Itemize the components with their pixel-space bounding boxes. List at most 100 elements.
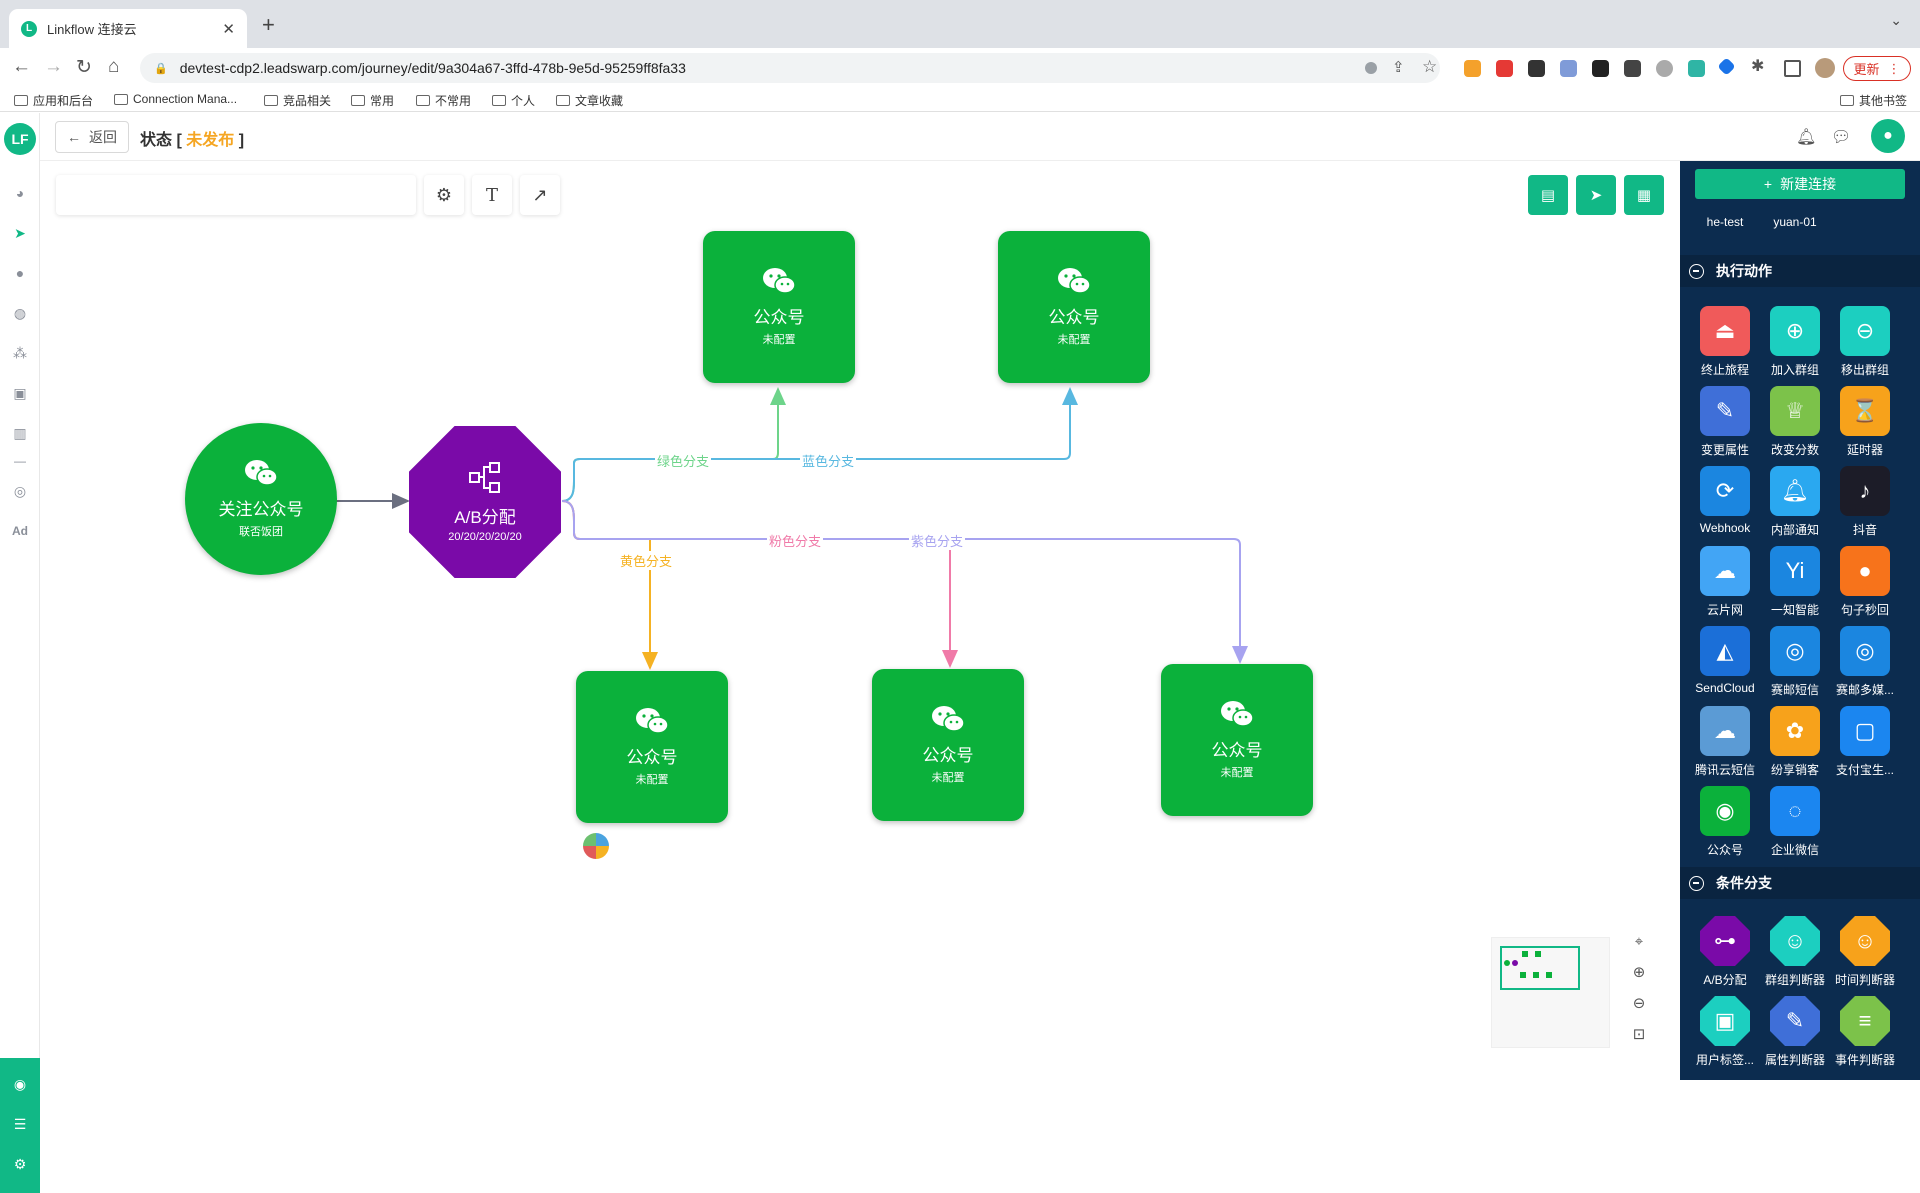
settings-gear-tool-icon[interactable]: ⚙ bbox=[424, 175, 464, 215]
extension-2-icon[interactable] bbox=[1496, 60, 1513, 77]
action-tile[interactable]: ◉公众号 bbox=[1690, 786, 1760, 858]
wechat-node-blue-branch[interactable]: 公众号 未配置 bbox=[998, 231, 1150, 383]
tab-search-chevron-icon[interactable]: ⌄ bbox=[1890, 12, 1902, 28]
action-tile[interactable]: ⊖移出群组 bbox=[1830, 306, 1900, 378]
linkflow-logo[interactable]: LF bbox=[4, 123, 36, 155]
chrome-update-button[interactable]: 更新 ⋮ bbox=[1843, 56, 1911, 81]
condition-tile[interactable]: ≡事件判断器 bbox=[1830, 996, 1900, 1068]
section-actions-header[interactable]: 执行动作 bbox=[1680, 255, 1920, 287]
canvas-search-input[interactable] bbox=[56, 175, 416, 215]
action-tile[interactable]: ♕改变分数 bbox=[1760, 386, 1830, 458]
wechat-node-purple-branch[interactable]: 公众号 未配置 bbox=[1161, 664, 1313, 816]
action-tile[interactable]: ▢支付宝生... bbox=[1830, 706, 1900, 778]
database-icon[interactable]: ☰ bbox=[13, 1116, 27, 1132]
bookmark-folder[interactable]: 应用和后台 bbox=[14, 92, 93, 109]
connection-he-test[interactable]: he-test bbox=[1706, 215, 1744, 229]
reload-icon[interactable]: ↻ bbox=[76, 57, 92, 78]
wechat-node-pink-branch[interactable]: 公众号 未配置 bbox=[872, 669, 1024, 821]
extension-7-icon[interactable] bbox=[1656, 60, 1673, 77]
condition-tile[interactable]: ✎属性判断器 bbox=[1760, 996, 1830, 1068]
condition-tile[interactable]: ▣用户标签... bbox=[1690, 996, 1760, 1068]
action-tile[interactable]: ♪抖音 bbox=[1830, 466, 1900, 538]
bookmark-star-icon[interactable]: ☆ bbox=[1422, 57, 1438, 76]
other-bookmarks-folder[interactable]: 其他书签 bbox=[1840, 92, 1907, 109]
condition-tile[interactable]: ⊶A/B分配 bbox=[1690, 916, 1760, 988]
bookmark-folder[interactable]: 常用 bbox=[351, 92, 394, 109]
action-tile[interactable]: ◭SendCloud bbox=[1690, 626, 1760, 695]
back-arrow-icon[interactable]: ← bbox=[12, 56, 31, 77]
condition-tile[interactable]: ☺群组判断器 bbox=[1760, 916, 1830, 988]
settings-gear-icon[interactable]: ⚙ bbox=[13, 1156, 27, 1172]
extension-8-icon[interactable] bbox=[1688, 60, 1705, 77]
user-avatar[interactable]: ● bbox=[1871, 119, 1905, 153]
action-tile[interactable]: ◎赛邮短信 bbox=[1760, 626, 1830, 698]
wechat-node-yellow-branch[interactable]: 公众号 未配置 bbox=[576, 671, 728, 823]
user-icon[interactable]: ● bbox=[15, 265, 25, 281]
action-tile[interactable]: ✎变更属性 bbox=[1690, 386, 1760, 458]
text-tool-icon[interactable]: T bbox=[472, 175, 512, 215]
new-connection-button[interactable]: + 新建连接 bbox=[1695, 169, 1905, 199]
locate-center-icon[interactable]: ⌖ bbox=[1634, 933, 1644, 950]
bookmark-folder[interactable]: 个人 bbox=[492, 92, 535, 109]
section-conditions-header[interactable]: 条件分支 bbox=[1680, 867, 1920, 899]
extension-9-icon[interactable] bbox=[1717, 57, 1736, 76]
fit-view-icon[interactable]: ⊡ bbox=[1632, 1026, 1646, 1043]
minimap-viewport[interactable] bbox=[1500, 946, 1580, 990]
save-icon[interactable]: ▤ bbox=[1528, 175, 1568, 215]
profile-avatar-icon[interactable] bbox=[1815, 58, 1835, 78]
home-icon[interactable]: ⌂ bbox=[108, 56, 120, 77]
dashboard-icon[interactable]: ◕ bbox=[15, 185, 25, 201]
analytics-bar-icon[interactable]: ▥ bbox=[13, 425, 27, 441]
contacts-book-icon[interactable]: ▣ bbox=[13, 385, 27, 401]
bookmark-folder[interactable]: 文章收藏 bbox=[556, 92, 623, 109]
condition-tile[interactable]: ☺时间判断器 bbox=[1830, 916, 1900, 988]
extension-6-icon[interactable] bbox=[1624, 60, 1641, 77]
action-tile[interactable]: 🔔︎内部通知 bbox=[1760, 466, 1830, 538]
support-icon[interactable]: ◉ bbox=[13, 1076, 27, 1092]
connection-yuan-01[interactable]: yuan-01 bbox=[1773, 215, 1817, 229]
segments-icon[interactable]: ⁂ bbox=[13, 345, 27, 361]
browser-tab[interactable]: L Linkflow 连接云 ✕ bbox=[9, 9, 247, 48]
key-icon[interactable] bbox=[1365, 62, 1377, 74]
action-tile[interactable]: ⏏终止旅程 bbox=[1690, 306, 1760, 378]
journey-canvas[interactable]: ⚙ T ↗ ▤ ➤ ▦ 绿色分支 蓝色分支 黄色分支 粉色分支 紫色分支 关注公… bbox=[40, 161, 1680, 1080]
journey-send-icon[interactable]: ➤ bbox=[14, 225, 26, 241]
message-bubble-icon[interactable]: 💬︎ bbox=[1831, 129, 1852, 146]
bookmark-folder[interactable]: Connection Mana... bbox=[114, 92, 237, 106]
action-tile[interactable]: ✿纷享销客 bbox=[1760, 706, 1830, 778]
extension-5-icon[interactable] bbox=[1592, 60, 1609, 77]
minimap[interactable] bbox=[1491, 937, 1610, 1048]
zoom-in-icon[interactable]: ⊕ bbox=[1632, 964, 1646, 981]
users-group-icon[interactable]: ◍ bbox=[13, 305, 27, 321]
template-layout-icon[interactable]: ▦ bbox=[1624, 175, 1664, 215]
action-tile[interactable]: ⊕加入群组 bbox=[1760, 306, 1830, 378]
action-tile[interactable]: ☁腾讯云短信 bbox=[1690, 706, 1760, 778]
extension-3-icon[interactable] bbox=[1528, 60, 1545, 77]
publish-send-icon[interactable]: ➤ bbox=[1576, 175, 1616, 215]
url-omnibox[interactable]: 🔒 devtest-cdp2.leadswarp.com/journey/edi… bbox=[140, 53, 1440, 83]
ad-icon[interactable]: Ad bbox=[12, 524, 28, 538]
action-tile[interactable]: ☁云片网 bbox=[1690, 546, 1760, 618]
forward-arrow-icon[interactable]: → bbox=[44, 56, 63, 77]
action-tile[interactable]: ⟳Webhook bbox=[1690, 466, 1760, 535]
ab-split-node[interactable]: A/B分配 20/20/20/20/20 bbox=[409, 426, 561, 578]
side-panel-icon[interactable] bbox=[1784, 60, 1801, 77]
share-icon[interactable]: ⇪ bbox=[1392, 59, 1405, 76]
bookmark-folder[interactable]: 不常用 bbox=[416, 92, 471, 109]
action-tile[interactable]: ◎赛邮多媒... bbox=[1830, 626, 1900, 698]
wechat-node-green-branch[interactable]: 公众号 未配置 bbox=[703, 231, 855, 383]
extension-4-icon[interactable] bbox=[1560, 60, 1577, 77]
notification-bell-icon[interactable]: 🔔︎ bbox=[1796, 129, 1817, 146]
action-tile[interactable]: ◌企业微信 bbox=[1760, 786, 1830, 858]
arrow-tool-icon[interactable]: ↗ bbox=[520, 175, 560, 215]
wechat-nav-icon[interactable]: ◎ bbox=[13, 483, 27, 499]
action-tile[interactable]: ●句子秒回 bbox=[1830, 546, 1900, 618]
puzzle-extensions-icon[interactable]: ✱ bbox=[1751, 58, 1765, 75]
new-tab-plus-icon[interactable]: + bbox=[262, 12, 275, 37]
back-button[interactable]: ← 返回 bbox=[55, 121, 129, 153]
bookmark-folder[interactable]: 竞品相关 bbox=[264, 92, 331, 109]
action-tile[interactable]: ⌛延时器 bbox=[1830, 386, 1900, 458]
close-tab-icon[interactable]: ✕ bbox=[222, 20, 235, 38]
zoom-out-icon[interactable]: ⊖ bbox=[1632, 995, 1646, 1012]
